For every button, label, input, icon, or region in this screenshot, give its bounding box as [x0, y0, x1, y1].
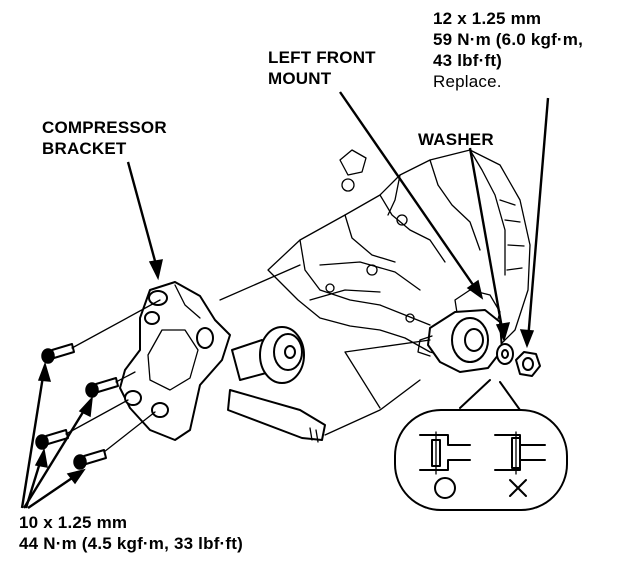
bolt-spec-size: 10 x 1.25 mm — [19, 513, 128, 532]
mount-nut — [515, 351, 541, 377]
left-front-mount-label: LEFT FRONT MOUNT — [268, 47, 376, 89]
callout-arrows — [20, 91, 550, 509]
compressor-bracket-line-1: COMPRESSOR — [42, 118, 167, 137]
engine-block — [267, 149, 531, 361]
washer-label-text: WASHER — [418, 130, 494, 149]
nut-spec-size: 12 x 1.25 mm — [433, 9, 542, 28]
washer-detail-inset — [394, 409, 568, 511]
nut-spec-torque-line-1: 59 N·m (6.0 kgf·m, — [433, 30, 584, 49]
nut-spec-label: 12 x 1.25 mm 59 N·m (6.0 kgf·m, 43 lbf·f… — [433, 8, 583, 92]
washer-part — [496, 343, 514, 365]
compressor-bracket — [119, 281, 231, 441]
bolt-2 — [85, 377, 119, 398]
bracket-bolts — [35, 343, 119, 470]
correct-installation-view — [419, 431, 471, 499]
bolt-spec-label: 10 x 1.25 mm 44 N·m (4.5 kgf·m, 33 lbf·f… — [19, 512, 243, 554]
bolt-3 — [35, 429, 69, 450]
compressor-bracket-line-2: BRACKET — [42, 139, 127, 158]
nut-spec-torque-line-2: 43 lbf·ft) — [433, 51, 503, 70]
compressor-bracket-label: COMPRESSOR BRACKET — [42, 117, 167, 159]
circle-ok-icon — [434, 477, 456, 499]
incorrect-installation-view — [494, 431, 546, 497]
washer-label: WASHER — [418, 129, 494, 150]
idler-pulley — [227, 326, 326, 443]
cross-ng-icon — [509, 479, 527, 497]
nut-spec-replace-note: Replace. — [433, 72, 502, 91]
alignment-lines — [65, 264, 431, 453]
left-front-mount — [417, 309, 503, 373]
left-front-mount-line-2: MOUNT — [268, 69, 332, 88]
bolt-spec-torque: 44 N·m (4.5 kgf·m, 33 lbf·ft) — [19, 534, 243, 553]
left-front-mount-line-1: LEFT FRONT — [268, 48, 376, 67]
bolt-1 — [41, 343, 75, 364]
bolt-4 — [73, 449, 107, 470]
